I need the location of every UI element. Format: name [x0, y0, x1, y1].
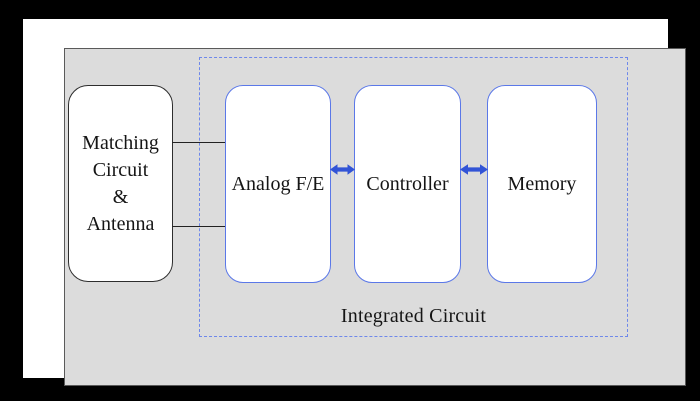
- bidirectional-arrow-icon: [330, 163, 355, 176]
- block-matching-circuit-antenna: Matching Circuit & Antenna: [68, 85, 173, 282]
- analog-fe-label: Analog F/E: [231, 172, 325, 195]
- matching-label-line: &: [112, 185, 129, 208]
- integrated-circuit-group: Integrated Circuit: [199, 57, 628, 337]
- matching-label-line: Circuit: [92, 158, 149, 181]
- integrated-circuit-label: Integrated Circuit: [340, 305, 487, 327]
- matching-label-line: Matching: [82, 131, 159, 154]
- matching-label-line: Antenna: [86, 212, 155, 235]
- bidirectional-arrow-icon: [460, 163, 488, 176]
- connector-line-bottom: [172, 226, 225, 227]
- memory-label: Memory: [507, 172, 577, 195]
- connector-line-top: [172, 142, 225, 143]
- block-controller: Controller: [354, 85, 461, 283]
- controller-label: Controller: [366, 172, 449, 195]
- block-analog-fe: Analog F/E: [225, 85, 331, 283]
- block-memory: Memory: [487, 85, 597, 283]
